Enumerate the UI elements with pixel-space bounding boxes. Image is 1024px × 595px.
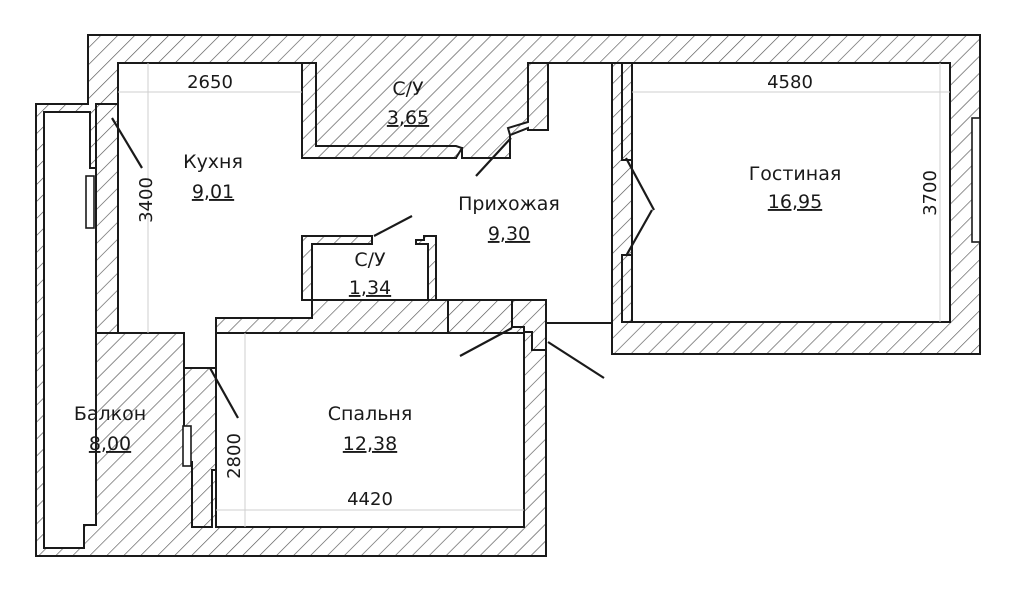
hall-column <box>511 299 547 351</box>
bath1-area: 3,65 <box>387 107 429 129</box>
hall-door <box>459 327 513 357</box>
living-partition-lower <box>621 254 633 323</box>
bath1-right-wall <box>506 62 549 137</box>
hall-name: Прихожая <box>458 193 560 215</box>
balcony-door <box>209 367 239 419</box>
hall-bath-ledge <box>215 299 449 334</box>
hall-area: 9,30 <box>488 223 530 245</box>
bedroom-height: 2800 <box>224 433 245 479</box>
kitchen-height: 3400 <box>136 177 157 223</box>
living-name: Гостиная <box>749 163 842 185</box>
living-window <box>971 117 981 243</box>
bath2-door <box>373 215 413 237</box>
balcony-window <box>182 425 192 467</box>
kitchen-door <box>111 117 143 169</box>
kitchen-name: Кухня <box>183 151 243 173</box>
bedroom-width: 4420 <box>347 489 393 510</box>
kitchen-width: 2650 <box>187 72 233 93</box>
bedroom-area: 12,38 <box>343 433 397 455</box>
bath2-right-wall <box>415 235 437 301</box>
kitchen-window <box>85 175 95 229</box>
bath2-walls <box>301 235 373 301</box>
bedroom-door <box>547 341 605 379</box>
bath1-name: С/У <box>392 78 424 100</box>
bath2-name: С/У <box>354 249 386 271</box>
living-door-upper <box>625 157 655 211</box>
balcony-area: 8,00 <box>89 433 131 455</box>
bath1-door <box>475 137 512 177</box>
balcony-name: Балкон <box>74 403 146 425</box>
living-width: 4580 <box>767 72 813 93</box>
bath1-walls <box>301 62 464 159</box>
bedroom-name: Спальня <box>328 403 413 425</box>
living-area: 16,95 <box>768 191 822 213</box>
balcony-edge <box>43 112 84 549</box>
kitchen-area: 9,01 <box>192 181 234 203</box>
bath2-area: 1,34 <box>349 277 391 299</box>
balcony-inner-wall <box>95 103 119 334</box>
living-height: 3700 <box>920 170 941 216</box>
living-door-lower <box>625 209 653 257</box>
